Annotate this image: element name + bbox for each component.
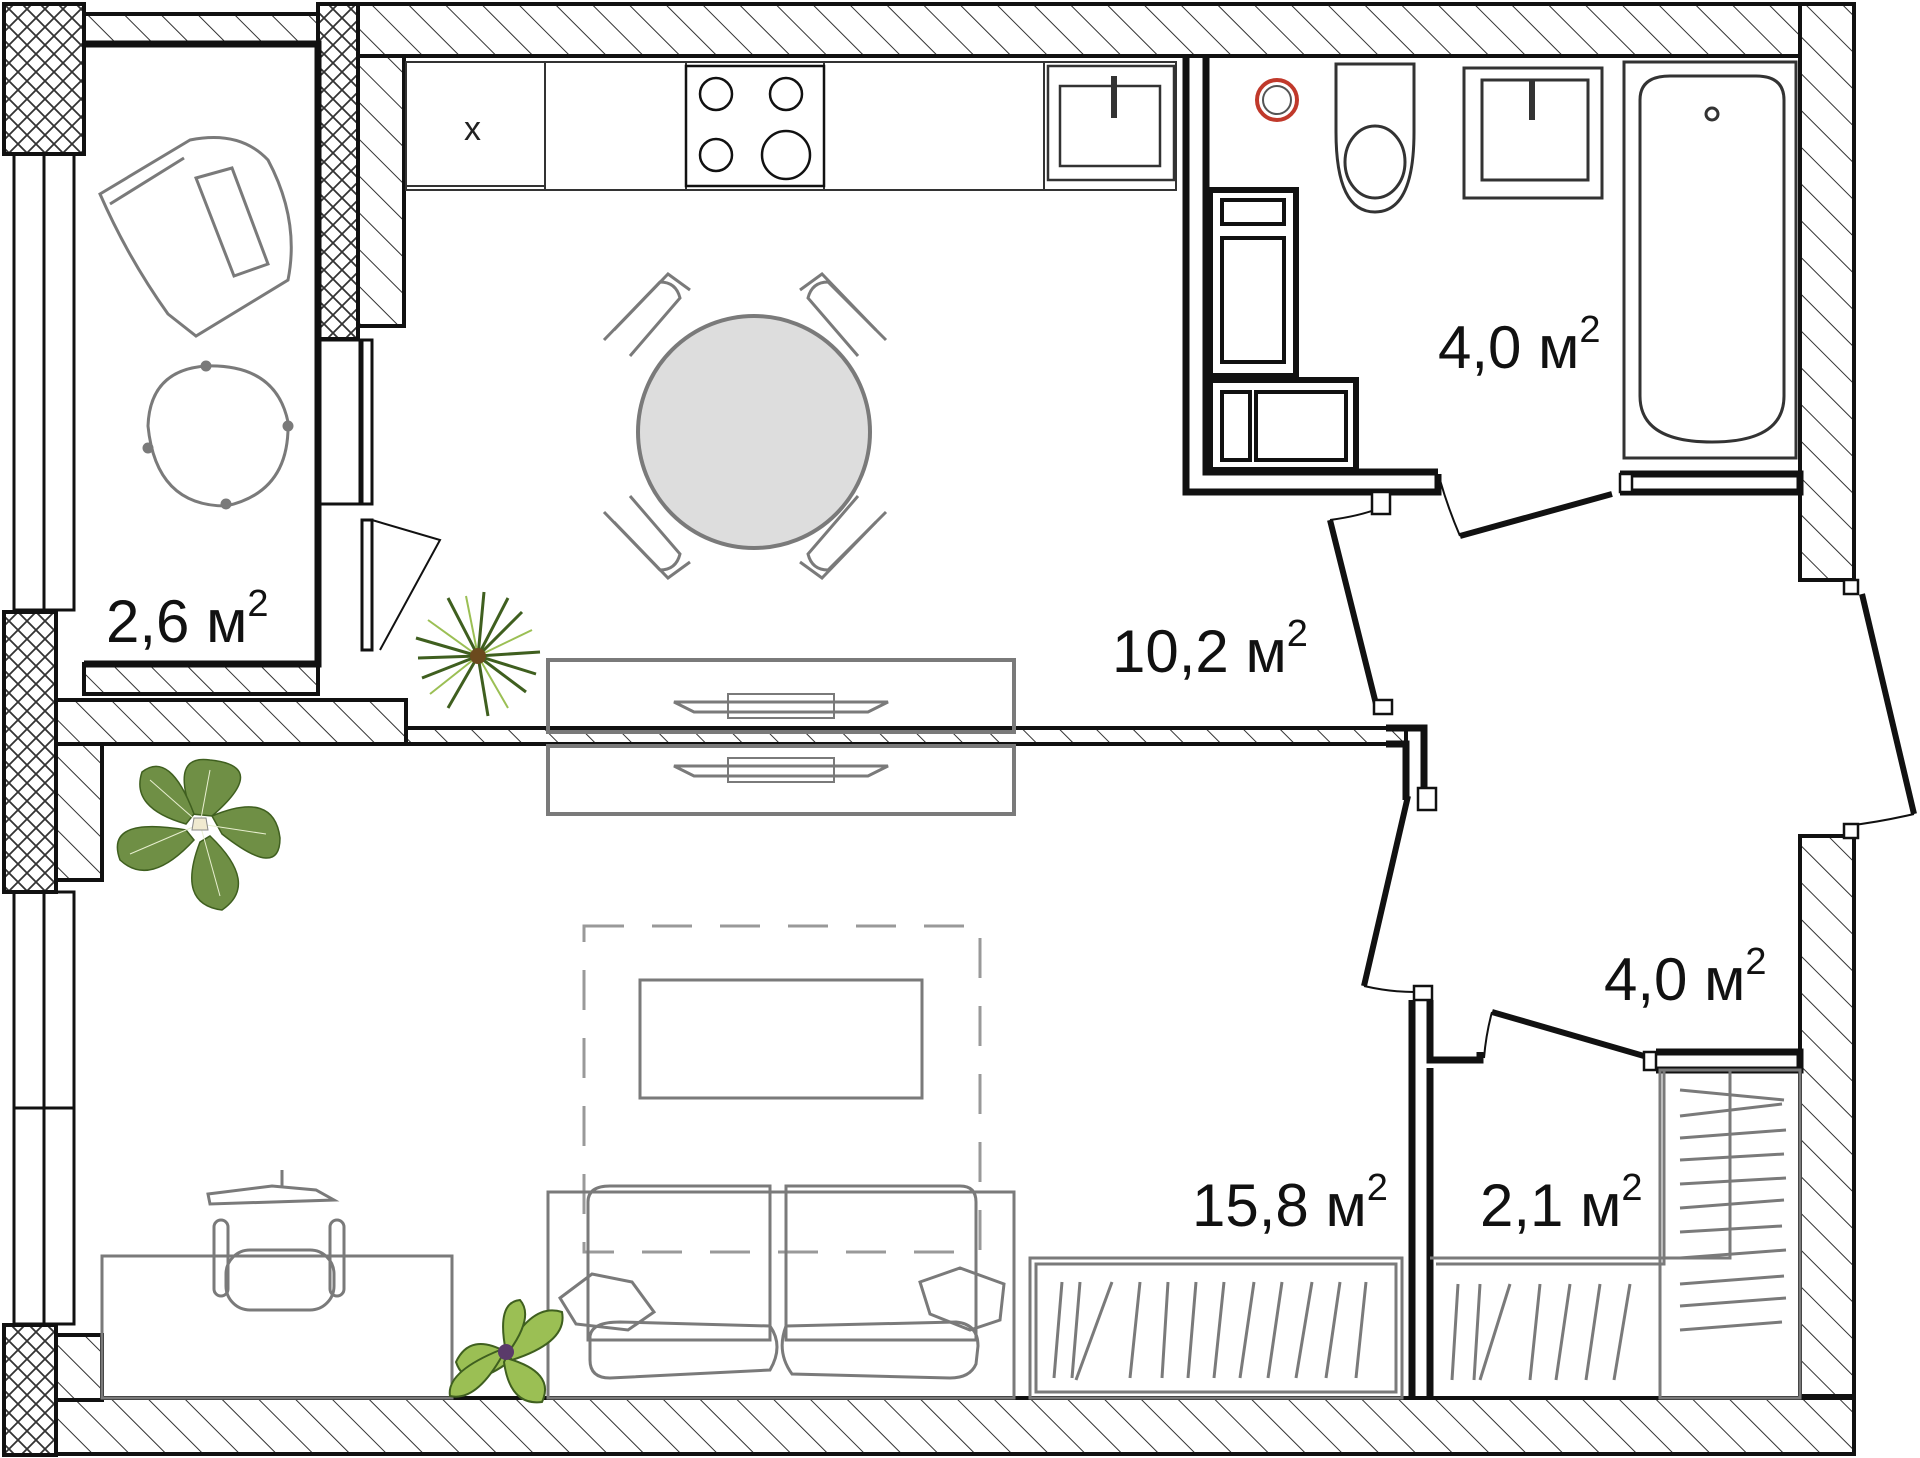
- dining-chair-top-right: [799, 272, 888, 357]
- area-label-hall: 4,0 м2: [1604, 941, 1766, 1013]
- closet-hanger-lines: [1450, 1088, 1787, 1381]
- wall-mid-left: [54, 698, 408, 746]
- area-value: 4,0 м: [1604, 946, 1745, 1013]
- svg-text:4,0 м2: 4,0 м2: [1438, 309, 1600, 381]
- windows: [12, 152, 442, 1326]
- area-label-balcony: 2,6 м2: [106, 583, 268, 655]
- area-value: 15,8 м: [1192, 1172, 1367, 1239]
- sofa: [546, 1184, 1016, 1400]
- svg-text:2,1 м2: 2,1 м2: [1480, 1167, 1642, 1239]
- wall-left-bottom: [2, 1323, 58, 1457]
- rug-outline: [582, 924, 982, 1254]
- dining-chair-bottom-right: [799, 495, 888, 580]
- area-unit-power: 2: [247, 583, 268, 625]
- plant-palm-icon: [116, 758, 281, 911]
- doors: [1327, 472, 1917, 1072]
- wall-left-mid: [2, 610, 58, 894]
- area-label-closet: 2,1 м2: [1480, 1167, 1642, 1239]
- balcony-door-swing: [371, 519, 442, 651]
- wall-balcony-right: [316, 2, 360, 341]
- area-label-living: 15,8 м2: [1192, 1167, 1388, 1239]
- wall-left-inner-low: [54, 1333, 104, 1402]
- wall-balcony-top: [82, 12, 320, 46]
- balcony-door-frame: [316, 338, 362, 506]
- svg-text:2,6 м2: 2,6 м2: [106, 583, 268, 655]
- bathroom-sink-icon: [1462, 66, 1604, 200]
- office-chair: [206, 1170, 346, 1312]
- plant-pot-icon: [448, 1298, 564, 1404]
- area-value: 4,0 м: [1438, 314, 1579, 381]
- svg-text:4,0 м2: 4,0 м2: [1604, 941, 1766, 1013]
- wall-balcony-bottom: [82, 662, 320, 696]
- exterior-walls: [2, 2, 1856, 1457]
- area-label-kitchen: 10,2 м2: [1112, 613, 1308, 685]
- area-unit-power: 2: [1367, 1167, 1388, 1209]
- desk: [100, 1254, 454, 1400]
- area-unit-power: 2: [1745, 941, 1766, 983]
- area-value: 2,1 м: [1480, 1172, 1621, 1239]
- hanger-lines: [1052, 1281, 1368, 1381]
- svg-text:10,2 м2: 10,2 м2: [1112, 613, 1308, 685]
- kitchen-sink-icon: [1046, 64, 1176, 182]
- living-wardrobe: [1028, 1256, 1404, 1400]
- wall-kitchen-left: [356, 54, 406, 328]
- wall-bottom: [48, 1396, 1856, 1456]
- bathroom-fixtures: [1207, 60, 1798, 473]
- balcony-round-table: [142, 360, 294, 510]
- dining-chair-top-left: [602, 272, 691, 357]
- dining-table: [636, 314, 872, 550]
- media-console: [546, 658, 1016, 816]
- area-unit-power: 2: [1287, 613, 1308, 655]
- cabinet-mark: x: [464, 110, 481, 148]
- bathroom-door-leaf: [1459, 491, 1613, 539]
- entrance-door-leaf: [1859, 593, 1917, 815]
- bathtub-icon: [1622, 60, 1798, 460]
- plant-kitchen-icon: [415, 591, 541, 717]
- area-unit-power: 2: [1621, 1167, 1642, 1209]
- wall-right-upper: [1798, 2, 1856, 582]
- wall-top: [353, 2, 1807, 58]
- closet-door-leaf: [1491, 1009, 1645, 1059]
- closet-wardrobe: [1430, 1068, 1802, 1400]
- wall-left-inner: [54, 738, 104, 882]
- toilet-icon: [1334, 62, 1416, 214]
- area-unit-power: 2: [1579, 309, 1600, 351]
- living-door-leaf: [1361, 795, 1411, 987]
- area-value: 10,2 м: [1112, 618, 1287, 685]
- svg-text:15,8 м2: 15,8 м2: [1192, 1167, 1388, 1239]
- balcony-armchair: [98, 136, 293, 338]
- wall-right-lower: [1798, 834, 1856, 1398]
- area-value: 2,6 м: [106, 588, 247, 655]
- washing-machine-icon: [1207, 187, 1359, 473]
- stove-icon: [684, 64, 826, 188]
- dining-chair-bottom-left: [602, 495, 691, 580]
- riser-icon: [1255, 78, 1299, 122]
- area-label-bathroom: 4,0 м2: [1438, 309, 1600, 381]
- coffee-table: [638, 978, 924, 1100]
- wall-left-top: [2, 2, 86, 156]
- kitchen-door-leaf: [1327, 519, 1381, 713]
